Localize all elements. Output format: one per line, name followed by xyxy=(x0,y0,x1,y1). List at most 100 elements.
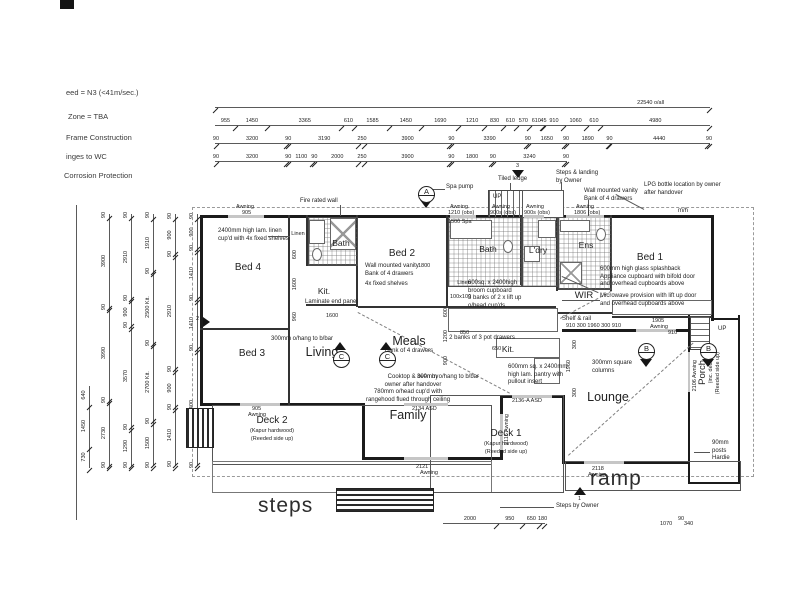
win-label-1806: 1806 (obs) xyxy=(574,210,601,216)
window-lounge-south xyxy=(584,461,624,464)
room-bed4: Bed 4 xyxy=(234,262,262,273)
section-marker-b1: B xyxy=(638,343,655,360)
win-label-905-bottom: 905 xyxy=(252,406,262,412)
win-label-905-top: 905 xyxy=(242,210,252,216)
dim-segment: 910 xyxy=(544,116,564,126)
dim-segment: 1450 xyxy=(236,116,268,126)
dim-segment: 730 xyxy=(81,447,94,468)
leader-vanity-right xyxy=(588,200,589,216)
room-bath1: Bath xyxy=(332,238,350,248)
note-steps-owner: Steps by Owner xyxy=(556,503,599,509)
dim-segment: 950 xyxy=(497,514,523,524)
dim-segment: 2700 Kit. xyxy=(145,344,158,419)
win-label-awning-7: Awning xyxy=(420,470,438,476)
note-columns: 300mm square columns xyxy=(592,360,633,374)
dim-segment: 3240 xyxy=(494,152,565,162)
dim-segment: 1210 xyxy=(459,116,486,126)
section-marker-a-arrow xyxy=(420,200,432,208)
detail-marker-2-arrow xyxy=(203,317,210,327)
dim-segment: 650 xyxy=(523,514,541,524)
leader-posts xyxy=(694,452,710,453)
note-linen-cupboard: 2400mm high lam. linen cup'd with 4x fix… xyxy=(218,228,289,242)
note-lpg: LPG bottle location by owner after hando… xyxy=(644,182,721,196)
dim-segment: 2000 xyxy=(443,514,497,524)
section-marker-b2-arrow xyxy=(702,359,714,367)
dim-segment: 570 xyxy=(518,118,528,124)
dim-segment: 90 xyxy=(606,136,613,142)
dim-segment: 640 xyxy=(81,386,94,405)
laundry-appliance-fixture xyxy=(538,220,556,238)
door-kitchen-asd xyxy=(512,395,552,398)
room-ens: Ens xyxy=(578,240,594,250)
dim-segment: 90 xyxy=(311,154,318,160)
wall-porch-link xyxy=(711,318,740,320)
dim-segment: 610 xyxy=(587,116,600,126)
wall-porch-west xyxy=(688,315,690,484)
dim-960-v: 960 xyxy=(292,312,298,322)
win-label-900a: 900s (obs) xyxy=(490,210,516,216)
wall-bed2-south xyxy=(358,306,448,308)
section-marker-c2: C xyxy=(379,351,396,368)
wall-south-west xyxy=(200,403,364,406)
dim-segment: 2910 xyxy=(123,216,136,296)
room-linen1: Linen xyxy=(291,231,305,237)
section-marker-c1-arrow xyxy=(334,342,346,350)
leader-fire-rated xyxy=(340,205,341,216)
dim-segment: 250 xyxy=(357,154,367,160)
dim-segment: 90 xyxy=(448,154,455,160)
dim-segment: 1800 xyxy=(452,152,492,162)
dim-segment: 2500 Kit. xyxy=(145,272,158,342)
wall-family-west xyxy=(362,403,365,460)
note-corrosion: Corrosion Protection xyxy=(64,171,133,180)
dim-segment: 3390 xyxy=(452,134,526,144)
note-frame: Frame Construction xyxy=(66,133,132,142)
dim-segment: 610 xyxy=(342,116,355,126)
note-broom-cupboard: 600sq. x 2400high broom cupboard 3 banks… xyxy=(468,280,522,309)
dim-segment: 90 xyxy=(285,136,292,142)
win-label-awning-9: Awning xyxy=(650,324,668,330)
room-living: Living xyxy=(305,345,339,359)
dim-segment: 955 xyxy=(215,116,236,126)
win-label-2118: 2118 xyxy=(592,466,604,472)
wall-kit-nook-south xyxy=(306,304,358,306)
dim-segment: 4440 xyxy=(610,134,708,144)
room-kit1: Kit. xyxy=(317,286,331,296)
dim-segment: 900 xyxy=(123,299,136,324)
dim-segment: 90 xyxy=(212,154,220,160)
bed1-robe-fixture xyxy=(612,300,712,315)
dim-90-br: 90 xyxy=(678,516,685,522)
note-pantry: 600mm sq. x 2400mm high lam. pantry with… xyxy=(508,364,568,385)
section-marker-b2: B xyxy=(700,343,717,360)
note-wind-speed: eed = N3 (<41m/sec.) xyxy=(66,88,139,97)
dim-segment: 90 xyxy=(705,136,713,142)
window-bath2 xyxy=(450,215,476,218)
wall-lounge-north xyxy=(562,329,691,332)
detail-marker-2-label: 2 xyxy=(196,316,200,322)
dim-1960-v: 1960 xyxy=(566,360,572,373)
dim-segment: 1100 xyxy=(289,152,313,162)
dim-segment: 90 xyxy=(167,461,180,467)
dim-shelf-row: 910 300 1960 300 910 xyxy=(566,323,622,329)
room-linen2: Linen xyxy=(457,280,471,286)
win-label-2115: 2115 Awning xyxy=(504,414,510,445)
win-label-awning-6: Awning xyxy=(248,412,266,418)
win-label-1905: 1905 xyxy=(652,318,665,324)
note-shelf-rail: Shelf & rail xyxy=(562,316,592,322)
win-label-900b: 900s (obs) xyxy=(524,210,550,216)
wall-bed4-east xyxy=(288,215,290,405)
window-ldry xyxy=(524,215,544,218)
note-fixed-shelves: 4x fixed shelves xyxy=(365,281,408,287)
steps-side-hatch xyxy=(186,408,214,448)
note-spa-pump: Spa pump xyxy=(446,184,474,190)
room-ldry: L'dry xyxy=(528,245,548,255)
dim-segment: 2000 xyxy=(315,152,359,162)
dim-segment: 3200 xyxy=(217,152,287,162)
wall-bed1-east xyxy=(711,215,714,321)
dim-segment: 1060 xyxy=(564,116,587,126)
